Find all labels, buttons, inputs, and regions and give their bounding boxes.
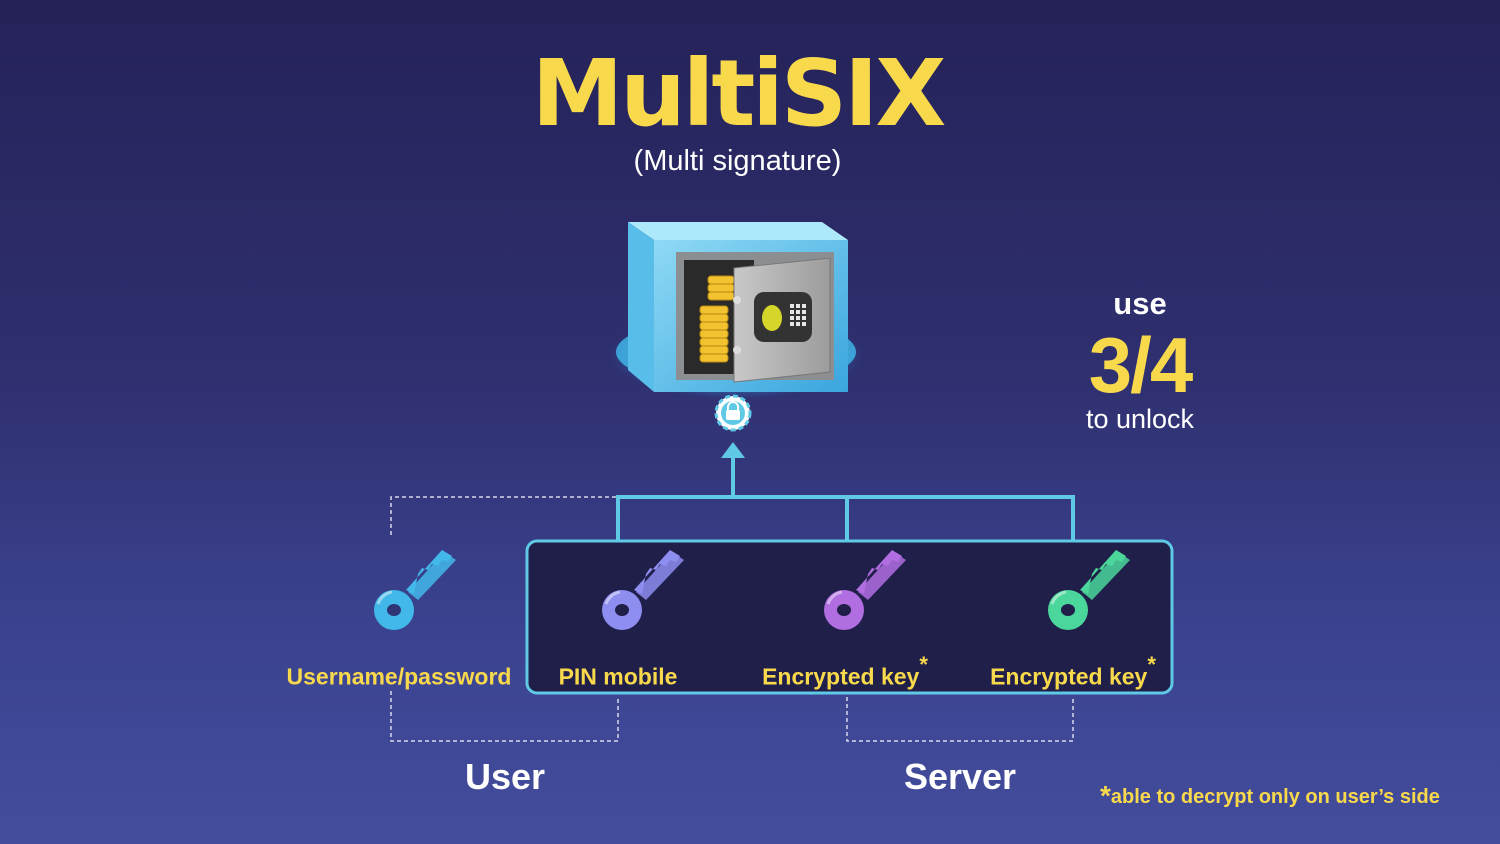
safe-icon: [610, 222, 862, 399]
key-icon-pin: [602, 550, 684, 630]
key-icon-encrypted-1: [824, 550, 906, 630]
requirement-word: use: [1113, 286, 1167, 321]
group-label-user: User: [464, 756, 546, 797]
footnote-text: able to decrypt only on user’s side: [1110, 786, 1440, 808]
key-label-pin: PIN mobile: [558, 663, 678, 690]
page-subtitle: (Multi signature): [633, 145, 842, 177]
footnote: *able to decrypt only on user’s side: [1100, 780, 1440, 812]
arrow-head-icon: [721, 442, 745, 458]
user-bracket: [390, 691, 619, 742]
footnote-star: *: [1100, 780, 1111, 811]
branch-connectors: [616, 495, 1075, 541]
key-label-encrypted-2: Encrypted key*: [990, 652, 1156, 690]
padlock-icon: [714, 394, 752, 432]
page-title: MultiSIX: [531, 40, 947, 147]
key-icon-encrypted-2: [1048, 550, 1130, 630]
group-label-server: Server: [903, 756, 1017, 797]
key-icon-username: [374, 550, 456, 630]
dashed-connector-username: [390, 496, 616, 535]
server-bracket: [846, 697, 1074, 742]
keys-layer: [374, 550, 1130, 630]
key-label-username: Username/password: [286, 663, 512, 690]
requirement-tail: to unlock: [1085, 404, 1195, 434]
key-label-encrypted-1: Encrypted key*: [762, 652, 928, 690]
requirement-ratio: 3/4: [1088, 321, 1193, 409]
